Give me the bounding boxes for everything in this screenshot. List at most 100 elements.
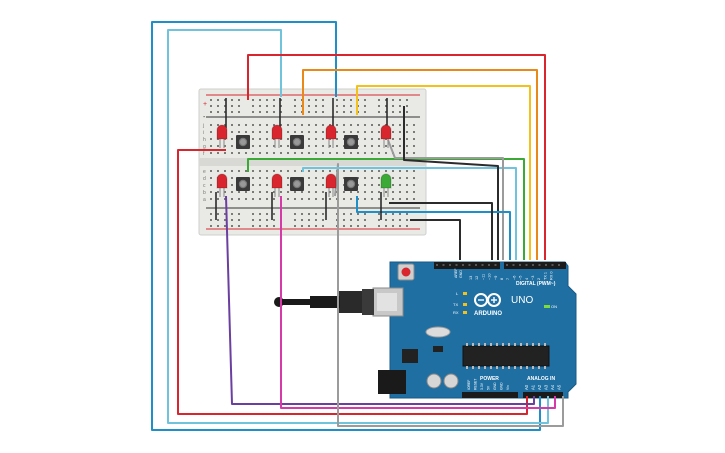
breadboard-hole bbox=[399, 219, 401, 221]
breadboard-hole bbox=[392, 111, 394, 113]
breadboard-hole bbox=[273, 198, 275, 200]
breadboard-hole bbox=[322, 152, 324, 154]
breadboard-hole bbox=[238, 225, 240, 227]
breadboard-hole bbox=[315, 124, 317, 126]
analog-pin-label: A5 bbox=[557, 384, 562, 390]
breadboard-hole bbox=[336, 99, 338, 101]
breadboard-hole bbox=[287, 198, 289, 200]
breadboard-hole bbox=[385, 145, 387, 147]
breadboard-hole bbox=[294, 111, 296, 113]
breadboard-hole bbox=[371, 152, 373, 154]
breadboard-hole bbox=[399, 184, 401, 186]
pushbutton[interactable] bbox=[290, 135, 304, 149]
breadboard-hole bbox=[238, 124, 240, 126]
breadboard-hole bbox=[259, 213, 261, 215]
breadboard-hole bbox=[210, 138, 212, 140]
breadboard-hole bbox=[273, 152, 275, 154]
breadboard-hole bbox=[406, 198, 408, 200]
breadboard-hole bbox=[266, 184, 268, 186]
breadboard-hole bbox=[378, 213, 380, 215]
pushbutton[interactable] bbox=[236, 135, 250, 149]
breadboard-hole bbox=[343, 213, 345, 215]
pushbutton[interactable] bbox=[344, 135, 358, 149]
breadboard-hole bbox=[315, 170, 317, 172]
breadboard-hole bbox=[238, 131, 240, 133]
power-pin-label: RESET bbox=[474, 379, 478, 390]
breadboard-hole bbox=[364, 105, 366, 107]
power-pin-label: IOREF bbox=[467, 380, 471, 390]
breadboard-hole bbox=[231, 138, 233, 140]
breadboard-hole bbox=[273, 170, 275, 172]
breadboard-hole bbox=[364, 99, 366, 101]
breadboard-hole bbox=[378, 152, 380, 154]
breadboard-hole bbox=[392, 138, 394, 140]
breadboard-hole bbox=[308, 225, 310, 227]
breadboard-hole bbox=[287, 145, 289, 147]
breadboard-hole bbox=[392, 213, 394, 215]
breadboard-hole bbox=[364, 219, 366, 221]
breadboard-hole bbox=[343, 191, 345, 193]
breadboard-hole bbox=[224, 99, 226, 101]
breadboard-hole bbox=[371, 191, 373, 193]
breadboard-hole bbox=[329, 170, 331, 172]
breadboard-hole bbox=[378, 198, 380, 200]
breadboard-hole bbox=[210, 225, 212, 227]
breadboard-hole bbox=[301, 152, 303, 154]
breadboard-hole bbox=[259, 198, 261, 200]
breadboard-hole bbox=[280, 111, 282, 113]
breadboard-hole bbox=[392, 198, 394, 200]
breadboard-hole bbox=[259, 170, 261, 172]
breadboard-hole bbox=[224, 145, 226, 147]
breadboard-hole bbox=[357, 170, 359, 172]
breadboard-hole bbox=[378, 219, 380, 221]
breadboard-hole bbox=[364, 124, 366, 126]
breadboard-hole bbox=[210, 99, 212, 101]
reset-button-cap[interactable] bbox=[401, 267, 411, 277]
breadboard-hole bbox=[378, 138, 380, 140]
breadboard-hole bbox=[287, 138, 289, 140]
breadboard-hole bbox=[399, 170, 401, 172]
breadboard-hole bbox=[301, 198, 303, 200]
breadboard-hole bbox=[399, 198, 401, 200]
breadboard-hole bbox=[294, 99, 296, 101]
breadboard-hole bbox=[406, 219, 408, 221]
pushbutton[interactable] bbox=[344, 177, 358, 191]
breadboard-hole bbox=[364, 138, 366, 140]
breadboard-hole bbox=[350, 191, 352, 193]
breadboard-hole bbox=[350, 213, 352, 215]
aref-label: AREF bbox=[454, 268, 458, 278]
breadboard-hole bbox=[231, 225, 233, 227]
breadboard-hole bbox=[392, 225, 394, 227]
breadboard-hole bbox=[406, 225, 408, 227]
breadboard-hole bbox=[343, 170, 345, 172]
breadboard-hole bbox=[406, 99, 408, 101]
breadboard-hole bbox=[231, 184, 233, 186]
breadboard-hole bbox=[378, 105, 380, 107]
breadboard-hole bbox=[259, 177, 261, 179]
red-led bbox=[216, 124, 228, 148]
breadboard-hole bbox=[231, 177, 233, 179]
breadboard-hole bbox=[252, 213, 254, 215]
breadboard-hole bbox=[371, 177, 373, 179]
breadboard-hole bbox=[280, 152, 282, 154]
breadboard-hole bbox=[385, 198, 387, 200]
breadboard-hole bbox=[217, 152, 219, 154]
breadboard-hole bbox=[343, 131, 345, 133]
breadboard-hole bbox=[266, 198, 268, 200]
breadboard-hole bbox=[294, 131, 296, 133]
breadboard-hole bbox=[322, 184, 324, 186]
breadboard-hole bbox=[287, 124, 289, 126]
breadboard-hole bbox=[266, 105, 268, 107]
breadboard-hole bbox=[238, 111, 240, 113]
breadboard-hole bbox=[294, 225, 296, 227]
red-led bbox=[380, 124, 392, 148]
pushbutton[interactable] bbox=[290, 177, 304, 191]
wire-gray-long bbox=[334, 163, 564, 427]
breadboard-hole bbox=[217, 111, 219, 113]
breadboard-hole bbox=[231, 213, 233, 215]
pushbutton[interactable] bbox=[236, 177, 250, 191]
breadboard-hole bbox=[217, 213, 219, 215]
breadboard-hole bbox=[378, 170, 380, 172]
